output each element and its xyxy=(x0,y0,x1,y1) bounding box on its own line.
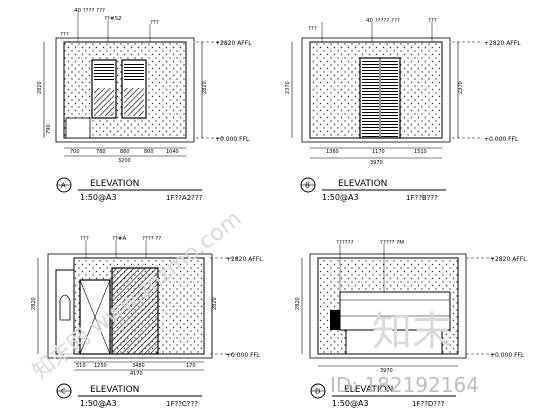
vertical-dims: 2820 2820 790 2370 2370 2820 2820 2820 xyxy=(31,81,464,310)
panel-c-text: C ELEVATION 1:50@A3 1F??C??? +2820 AFFL … xyxy=(61,236,263,408)
panel-a-callout-1: 40 ???? ??? xyxy=(74,8,105,14)
panel-c-dim-1: 510 xyxy=(76,363,86,369)
panel-c-level-bottom: +0.000 FFL xyxy=(226,352,261,359)
panel-c-dim-2: 1250 xyxy=(94,363,107,369)
panel-b-dim-total: 3970 xyxy=(370,160,383,166)
panel-d-level-bottom: +0.000 FFL xyxy=(490,352,525,359)
panel-d-ref: 1F??D??? xyxy=(412,400,445,408)
wall-a-outline xyxy=(55,37,195,143)
headboard-d xyxy=(339,291,451,331)
panel-a-dim-3: 880 xyxy=(120,149,130,155)
panel-d xyxy=(301,244,494,399)
panel-d-scale: 1:50@A3 xyxy=(332,399,369,408)
panel-c-dim-4: 170 xyxy=(186,363,196,369)
panel-b-vdim-1: 2370 xyxy=(285,81,291,94)
panel-a-scale: 1:50@A3 xyxy=(80,193,117,202)
panel-d-title: ELEVATION xyxy=(344,385,393,395)
watermark-logo: 知末 xyxy=(372,309,452,355)
panel-b-dim-1: 1360 xyxy=(326,149,339,155)
panel-c-callout-1: ??? xyxy=(80,236,89,242)
marker-d-letter: D xyxy=(315,388,320,396)
panel-a-callout-4: ??? xyxy=(60,32,69,38)
panel-b xyxy=(291,22,480,193)
panel-c-dim-3: 3480 xyxy=(132,363,145,369)
panel-a-level-bottom: +0.000 FFL xyxy=(215,136,250,143)
panel-a-text: A ELEVATION 1:50@A3 1F??A2??? +2820 AFFL… xyxy=(60,8,252,202)
panel-a-dim-5: 1040 xyxy=(166,149,179,155)
panel-b-dim-2: 1170 xyxy=(372,149,385,155)
panel-a-title: ELEVATION xyxy=(90,179,139,189)
panel-b-title: ELEVATION xyxy=(338,179,387,189)
panel-a-vdim-3: 790 xyxy=(46,124,52,134)
panel-c-vdim-2: 2820 xyxy=(212,297,218,310)
panel-a xyxy=(43,12,226,193)
panel-b-vdim-2: 2370 xyxy=(458,81,464,94)
panel-b-scale: 1:50@A3 xyxy=(322,193,359,202)
panel-c-level-top: +2820 AFFL xyxy=(226,256,263,263)
panel-a-dim-2: 780 xyxy=(96,149,106,155)
panel-b-ref: 1F??B??? xyxy=(406,194,438,202)
panel-a-dim-1: 700 xyxy=(70,149,80,155)
panel-b-text: B ELEVATION 1:50@A3 1F??B??? +2820 AFFL … xyxy=(305,18,521,202)
panel-a-vdim-2: 2820 xyxy=(202,81,208,94)
panel-d-level-top: +2820 AFFL xyxy=(490,256,527,263)
watermark-id: ID: 182192164 xyxy=(330,373,479,397)
panel-b-callout-1: 40 ????? ??? xyxy=(366,18,400,24)
panel-a-callout-2: ??#S2 xyxy=(104,16,121,22)
coat-rack-c xyxy=(55,269,75,355)
panel-c-callout-3: ???? ?? xyxy=(142,236,161,242)
panel-c-dim-total: 4170 xyxy=(130,371,143,377)
wall-d-outline xyxy=(309,253,467,359)
panel-d-text: D ELEVATION 1:50@A3 1F??D??? +2820 AFFL … xyxy=(315,240,527,408)
panel-a-dim-4: 800 xyxy=(144,149,154,155)
panel-c-vdim-1: 2820 xyxy=(31,297,37,310)
panel-a-level-top: +2820 AFFL xyxy=(215,40,252,47)
panel-a-vdim-1: 2820 xyxy=(37,81,43,94)
panel-c-title: ELEVATION xyxy=(90,385,139,395)
panel-d-vdim-1: 2820 xyxy=(295,297,301,310)
panel-b-callout-3: ??? xyxy=(428,18,437,24)
panel-hatched-c xyxy=(111,267,159,355)
panel-c xyxy=(37,240,240,399)
panel-a-callout-3: ??? xyxy=(150,20,159,26)
panel-d-callout-2: ????? ?M xyxy=(380,240,404,246)
panel-d-dim-total: 3970 xyxy=(380,368,393,374)
panel-b-callout-2: ??? xyxy=(308,26,317,32)
panel-b-dim-3: 1510 xyxy=(414,149,427,155)
panel-c-scale: 1:50@A3 xyxy=(80,399,117,408)
panel-c-ref: 1F??C??? xyxy=(166,400,198,408)
wall-b-outline xyxy=(301,37,451,143)
panel-d-callout-1: ?????? xyxy=(336,240,354,246)
panel-b-level-bottom: +0.000 FFL xyxy=(484,136,519,143)
marker-b-letter: B xyxy=(305,182,310,190)
marker-a-letter: A xyxy=(61,182,66,190)
panel-c-callout-2: ??#A xyxy=(112,236,126,242)
marker-c-letter: C xyxy=(61,388,66,396)
panel-a-ref: 1F??A2??? xyxy=(166,194,203,202)
panel-b-level-top: +2820 AFFL xyxy=(484,40,521,47)
panel-a-dim-total: 3200 xyxy=(118,158,131,164)
